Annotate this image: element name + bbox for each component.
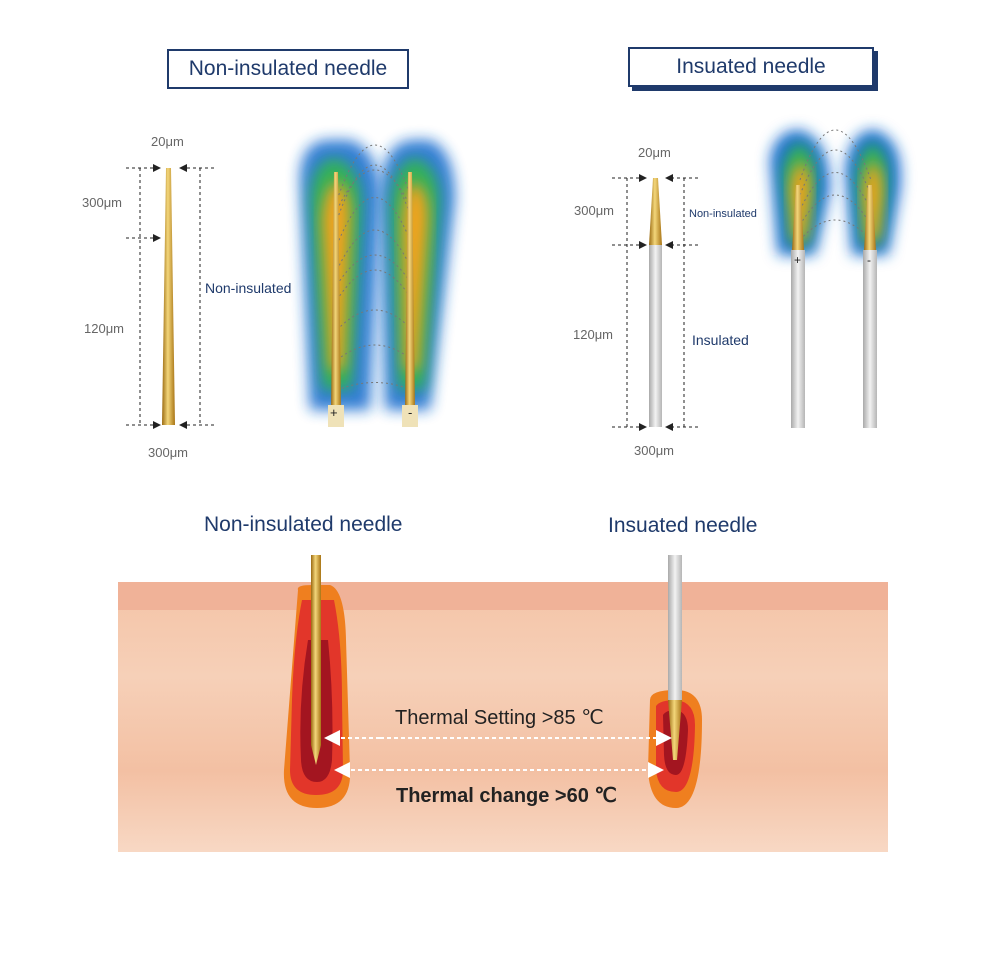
left-skin-heat-zone [283,555,351,808]
skin-section [118,582,888,852]
left-shaft-length: 120μm [84,321,125,336]
left-heat-field [300,140,455,427]
left-title-box: Non-insulated needle [167,49,409,89]
right-base-width: 300μm [634,443,675,458]
right-shaft-label: Insulated [692,332,749,348]
right-title-box: Insuated needle [628,47,874,87]
left-tip-length: 300μm [82,195,123,210]
bottom-left-title: Non-insulated needle [204,513,403,536]
right-tip-label: Non-insulated [689,208,757,220]
bottom-right-title: Insuated needle [608,514,758,537]
right-tip-width: 20μm [638,145,671,160]
right-negative-mark: - [867,253,871,267]
left-base-width: 300μm [148,445,189,460]
left-dimension-needle [126,164,214,429]
thermal-change-label: Thermal change >60 ℃ [396,785,617,807]
left-negative-mark: - [408,405,413,420]
left-positive-mark: + [330,405,338,420]
right-dimension-needle [612,174,698,431]
thermal-arrows [324,730,672,778]
left-title: Non-insulated needle [188,57,388,80]
right-heat-field [770,129,901,428]
right-shaft-length: 120μm [573,327,614,342]
right-skin-heat-zone [648,555,702,808]
left-region-label: Non-insulated [205,280,292,296]
left-tip-width: 20μm [151,134,184,149]
right-title: Insuated needle [676,55,826,78]
right-tip-length: 300μm [574,203,615,218]
right-positive-mark: + [794,253,802,267]
thermal-setting-label: Thermal Setting >85 ℃ [395,707,604,729]
